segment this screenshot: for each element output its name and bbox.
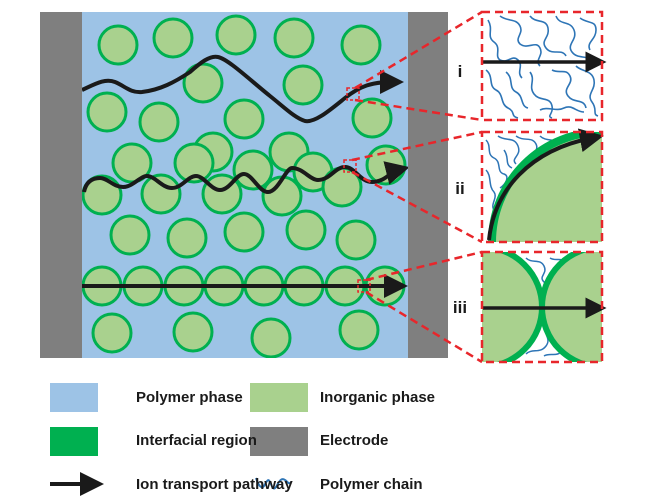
legend-swatch-interfacial-region (50, 427, 98, 456)
inorganic-particle (250, 317, 292, 358)
zoom-marker-ii (343, 159, 357, 173)
inset-i (480, 10, 607, 122)
inorganic-particle (215, 14, 257, 56)
inorganic-particle (91, 312, 133, 354)
ion-pathway-polymer (82, 54, 404, 124)
ion-pathways (82, 54, 408, 298)
inset-label-i: i (458, 62, 463, 81)
inorganic-particle (173, 142, 215, 184)
inorganic-particle (273, 17, 315, 59)
inset-iii (480, 250, 607, 364)
zoom-marker-iii (357, 279, 371, 293)
left-electrode (40, 12, 82, 358)
inset-label-iii: iii (453, 298, 467, 317)
polymer-chains-i (485, 15, 599, 119)
inset-label-ii: ii (455, 179, 464, 198)
inorganic-particle (109, 214, 151, 256)
inorganic-particle (82, 174, 123, 216)
legend-label-polymer-chain: Polymer chain (320, 476, 423, 493)
inset-ii (480, 128, 604, 244)
zoom-marker-i (346, 87, 360, 101)
zoom-connectors (351, 10, 483, 364)
legend-swatch-inorganic-phase (250, 383, 308, 412)
legend-polymer-chain-icon (255, 477, 292, 490)
inorganic-particles (82, 14, 407, 358)
inorganic-particle (335, 219, 377, 261)
inorganic-particle (223, 211, 265, 253)
inorganic-particle (172, 311, 214, 353)
inorganic-particle (166, 217, 208, 259)
inorganic-particle (152, 17, 194, 59)
legend-label-inorganic-phase: Inorganic phase (320, 389, 436, 406)
inorganic-particle (351, 97, 393, 139)
inorganic-particle (338, 309, 380, 351)
inorganic-particle (285, 209, 327, 251)
legend-label-electrode: Electrode (320, 432, 389, 449)
inorganic-particle (223, 98, 265, 140)
inorganic-particle (140, 173, 182, 215)
inorganic-particle (232, 149, 274, 191)
right-electrode (408, 12, 448, 358)
legend-swatch-electrode (250, 427, 308, 456)
legend-swatch-polymer-phase (50, 383, 98, 412)
legend-label-polymer-phase: Polymer phase (136, 389, 243, 406)
ion-arrow-ii (487, 128, 604, 241)
legend-label-interfacial-region: Interfacial region (136, 432, 257, 449)
legend-label-ion-transport-pathway: Ion transport pathway (136, 476, 293, 493)
inorganic-particle (138, 101, 180, 143)
inorganic-particle (97, 24, 139, 66)
inorganic-particle (340, 24, 382, 66)
inorganic-particle-ii (488, 132, 602, 242)
inorganic-particle (86, 91, 128, 133)
inorganic-particle (282, 64, 324, 106)
ion-pathway-interface (82, 161, 408, 195)
